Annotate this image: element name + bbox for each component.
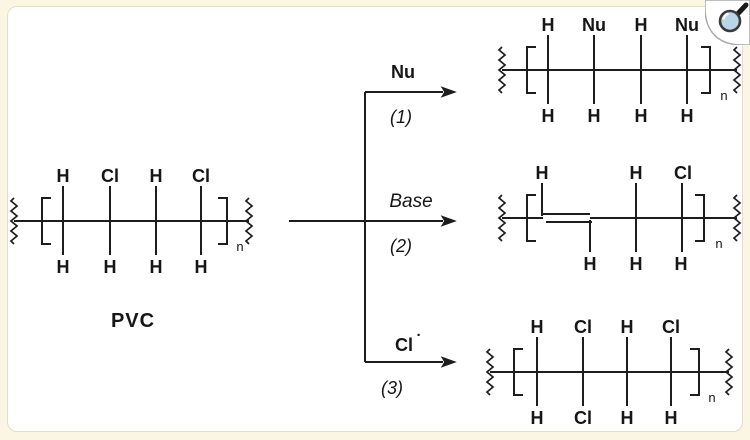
substituent-label: H xyxy=(542,106,555,126)
substituent-label: Nu xyxy=(582,15,606,35)
substituent-label: Cl xyxy=(574,408,592,428)
substituent-label: H xyxy=(635,15,648,35)
substituent-label: H xyxy=(531,408,544,428)
step-label-1: (1) xyxy=(390,107,412,127)
reaction-arrows: Nu (1) Base (2) Cl · (3) xyxy=(289,62,457,398)
magnifier-icon xyxy=(704,0,750,46)
substituent-label: H xyxy=(630,254,643,274)
substituent-label: H xyxy=(675,254,688,274)
repeat-subscript: n xyxy=(236,239,243,254)
substituent-label: H xyxy=(635,106,648,126)
repeat-subscript: n xyxy=(720,88,727,103)
substituent-label: H xyxy=(150,166,163,186)
product-chlorination-structure: H Cl H Cl H Cl H H n xyxy=(486,317,733,428)
lens-highlight xyxy=(722,12,730,20)
product-elimination-structure: H H Cl H H H n xyxy=(498,163,741,274)
substituent-label: H xyxy=(584,254,597,274)
substituent-label: H xyxy=(630,163,643,183)
substituent-label: H xyxy=(536,163,549,183)
reactant-pvc-structure: H Cl H Cl H H H H n PVC xyxy=(10,166,253,332)
substituent-label: H xyxy=(104,257,117,277)
reactant-title: PVC xyxy=(111,310,155,332)
substituent-label: H xyxy=(57,257,70,277)
product-substitution-structure: H Nu H Nu H H H H n xyxy=(498,15,741,126)
substituent-label: H xyxy=(531,317,544,337)
substituent-label: H xyxy=(621,317,634,337)
reagent-label-2: Base xyxy=(389,191,432,212)
substituent-label: H xyxy=(665,408,678,428)
repeat-subscript: n xyxy=(708,390,715,405)
substituent-label: Cl xyxy=(662,317,680,337)
substituent-label: H xyxy=(57,166,70,186)
step-label-3: (3) xyxy=(381,378,403,398)
substituent-label: Cl xyxy=(674,163,692,183)
reagent-label-3-superscript: · xyxy=(417,327,422,344)
step-label-2: (2) xyxy=(390,236,412,256)
substituent-label: Cl xyxy=(192,166,210,186)
magnifier-zoom-button[interactable] xyxy=(704,0,750,46)
reagent-label-1: Nu xyxy=(391,62,415,82)
substituent-label: Cl xyxy=(101,166,119,186)
substituent-label: H xyxy=(588,106,601,126)
substituent-label: H xyxy=(542,15,555,35)
substituent-label: H xyxy=(150,257,163,277)
magnifier-handle xyxy=(735,2,749,16)
substituent-label: H xyxy=(681,106,694,126)
repeat-subscript: n xyxy=(715,236,722,251)
substituent-label: Cl xyxy=(574,317,592,337)
reagent-label-3: Cl xyxy=(395,335,413,355)
magnifier-lens xyxy=(718,9,742,33)
substituent-label: H xyxy=(621,408,634,428)
substituent-label: H xyxy=(195,257,208,277)
substituent-label: Nu xyxy=(675,15,699,35)
